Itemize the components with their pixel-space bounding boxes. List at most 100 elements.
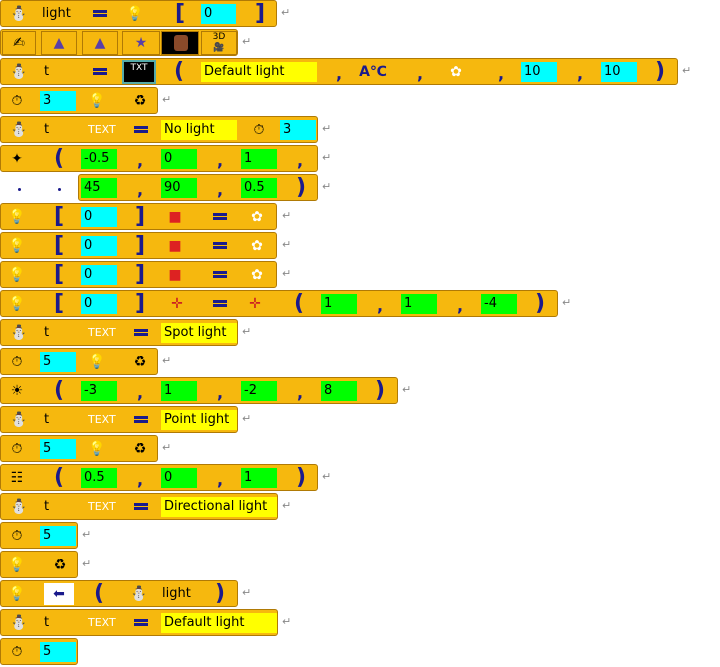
recycle-bin-icon[interactable]: ♻ [53, 557, 67, 573]
return-arrow-icon: ↵ [282, 267, 292, 280]
camera-3d-icon[interactable]: 3D🎥 [201, 31, 237, 55]
hand-icon[interactable]: ✍ [2, 31, 36, 55]
vector-z-field[interactable]: 1 [241, 468, 277, 488]
lamp-array-icon[interactable]: 💡 [88, 93, 106, 109]
text-field[interactable]: Spot light [161, 323, 237, 343]
recycle-bin-icon[interactable]: ♻ [133, 354, 147, 370]
return-arrow-icon: ↵ [322, 122, 332, 135]
text-field[interactable]: No light [161, 120, 237, 140]
index-field[interactable]: 0 [201, 4, 236, 24]
equals-sign [134, 126, 148, 133]
equals-sign [213, 271, 227, 278]
magician-icon[interactable]: ★ [122, 31, 160, 55]
shape-icon[interactable]: ✿ [251, 238, 263, 254]
variable-icon: ⛄ [130, 586, 148, 602]
open-paren: ( [54, 465, 65, 490]
vector-x-field[interactable]: -3 [81, 381, 117, 401]
variable-name: light [42, 6, 71, 21]
recycle-bin-icon[interactable]: ♻ [133, 93, 147, 109]
seconds-field[interactable]: 5 [40, 352, 76, 372]
block-bar[interactable] [0, 348, 158, 375]
index-field[interactable]: 0 [81, 294, 117, 314]
range-field[interactable]: 8 [321, 381, 357, 401]
vector-x-field[interactable]: 1 [321, 294, 357, 314]
vector-z-field[interactable]: -4 [481, 294, 517, 314]
return-arrow-icon: ↵ [281, 6, 291, 19]
cylinder-icon[interactable] [161, 31, 199, 55]
lamp-array-icon[interactable]: 💡 [8, 296, 26, 312]
wizard-icon[interactable]: ▲ [41, 31, 77, 55]
index-field[interactable]: 0 [81, 207, 117, 227]
seconds-field[interactable]: 5 [40, 642, 76, 662]
seconds-field[interactable]: 5 [40, 439, 76, 459]
close-paren: ) [535, 291, 546, 316]
lamp-array-icon[interactable]: 💡 [8, 238, 26, 254]
angle-field[interactable]: 45 [81, 178, 117, 198]
vector-y-field[interactable]: 0 [161, 149, 197, 169]
shape-icon[interactable]: ✿ [251, 267, 263, 283]
variable-name: t [44, 64, 50, 79]
shape-icon[interactable]: ✿ [450, 64, 462, 80]
open-paren: ( [94, 581, 105, 606]
color-ambient-icon[interactable]: ■ [168, 267, 182, 283]
seconds-field[interactable]: 3 [40, 91, 76, 111]
block-bar[interactable] [0, 203, 277, 230]
index-field[interactable]: 0 [81, 236, 117, 256]
assign-arrow-icon[interactable]: ⬅ [44, 583, 74, 605]
lamp-array-icon[interactable]: 💡 [88, 441, 106, 457]
light-position-icon[interactable]: ✛ [249, 296, 261, 312]
seconds-field[interactable]: 3 [280, 120, 316, 140]
seconds-field[interactable]: 5 [40, 526, 76, 546]
lamp-array-icon[interactable]: 💡 [8, 586, 26, 602]
timer-icon: ⏱ [11, 354, 23, 370]
variable-icon: ⛄ [10, 325, 28, 341]
vector-z-field[interactable]: 1 [241, 149, 277, 169]
text-field[interactable]: Default light [161, 613, 277, 633]
angle-field[interactable]: 90 [161, 178, 197, 198]
text-field[interactable]: Directional light [161, 497, 277, 517]
vector-z-field[interactable]: -2 [241, 381, 277, 401]
open-bracket: [ [54, 262, 65, 287]
timer-icon: ⏱ [253, 122, 265, 138]
block-bar[interactable] [0, 580, 238, 607]
vector-y-field[interactable]: 0 [161, 468, 197, 488]
color-specular-icon[interactable]: ■ [168, 238, 182, 254]
block-bar[interactable] [0, 435, 158, 462]
number-field[interactable]: 10 [601, 62, 637, 82]
block-bar[interactable] [0, 58, 678, 85]
index-field[interactable]: 0 [81, 265, 117, 285]
comma: , [297, 151, 304, 170]
block-bar[interactable] [0, 116, 318, 143]
close-paren: ) [655, 59, 666, 84]
recycle-bin-icon[interactable]: ♻ [133, 441, 147, 457]
block-bar[interactable] [78, 174, 318, 201]
color-diffuse-icon[interactable]: ■ [168, 209, 182, 225]
lamp-array-icon[interactable]: 💡 [8, 557, 26, 573]
vector-y-field[interactable]: 1 [161, 381, 197, 401]
wizard-2-icon[interactable]: ▲ [82, 31, 118, 55]
lamp-array-icon[interactable]: 💡 [88, 354, 106, 370]
vector-y-field[interactable]: 1 [401, 294, 437, 314]
lamp-array-icon[interactable]: 💡 [8, 267, 26, 283]
block-bar[interactable] [0, 551, 78, 578]
text-keyword: TEXT [88, 413, 116, 426]
open-bracket: [ [54, 204, 65, 229]
block-bar[interactable] [0, 261, 277, 288]
vector-x-field[interactable]: -0.5 [81, 149, 117, 169]
lamp-array-icon[interactable]: 💡 [126, 6, 144, 22]
lamp-array-icon[interactable]: 💡 [8, 209, 26, 225]
block-bar[interactable] [0, 87, 158, 114]
position-axes-icon[interactable]: ✛ [171, 296, 183, 312]
font-icon[interactable]: A℃ [359, 64, 387, 80]
falloff-field[interactable]: 0.5 [241, 178, 277, 198]
close-bracket: ] [135, 291, 146, 316]
open-bracket: [ [54, 291, 65, 316]
shape-icon[interactable]: ✿ [251, 209, 263, 225]
txt-screen-icon[interactable]: TXT [122, 60, 156, 84]
text-field[interactable]: Default light [201, 62, 317, 82]
block-bar[interactable] [0, 232, 277, 259]
number-field[interactable]: 10 [521, 62, 557, 82]
vector-x-field[interactable]: 0.5 [81, 468, 117, 488]
text-field[interactable]: Point light [161, 410, 237, 430]
close-bracket: ] [135, 262, 146, 287]
